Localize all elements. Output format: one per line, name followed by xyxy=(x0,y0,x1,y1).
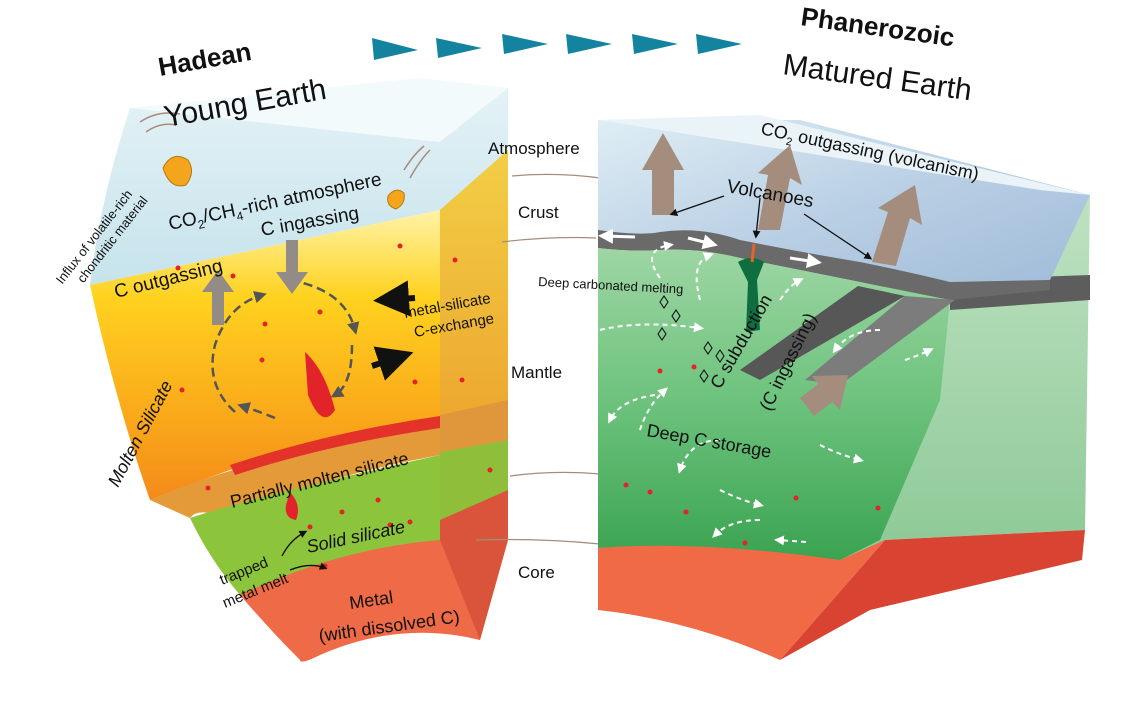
matured-earth-title: Matured Earth xyxy=(781,48,974,107)
molten-silicate-layer xyxy=(90,210,440,500)
co2-arrow-1 xyxy=(642,133,684,215)
teal-arrow-2 xyxy=(436,38,482,58)
teal-arrow-6 xyxy=(696,34,742,54)
volcano-conduit xyxy=(738,258,764,332)
time-direction-arrows xyxy=(372,34,742,60)
left-atmosphere-layer xyxy=(90,88,508,285)
layer-mantle-label: Mantle xyxy=(511,363,562,382)
exchange-arrow-out xyxy=(371,346,414,381)
co2-arrow-2 xyxy=(758,145,802,230)
small-meteorite-icon xyxy=(387,145,431,210)
meteorite-icon xyxy=(139,112,192,187)
left-wedge: Hadean Young Earth Influx of volatile-ri… xyxy=(53,36,508,662)
phanerozoic-title: Phanerozoic xyxy=(799,1,956,52)
teal-arrow-5 xyxy=(632,34,678,54)
core-layer-right xyxy=(598,540,885,660)
partially-molten-layer xyxy=(150,420,440,522)
exchange-arrow-in xyxy=(373,280,416,317)
layer-crust-label: Crust xyxy=(518,203,559,222)
metal-core-layer xyxy=(240,540,480,662)
carbon-dots xyxy=(623,364,881,546)
layer-labels: Atmosphere Crust Mantle Core xyxy=(475,139,601,582)
layer-atmosphere-label: Atmosphere xyxy=(488,139,580,158)
diamond-icons xyxy=(657,295,725,383)
solid-silicate-layer xyxy=(190,455,440,595)
co2-arrow-3 xyxy=(872,185,922,266)
c-subduction-arrow xyxy=(800,375,848,416)
hadean-title: Hadean xyxy=(156,36,254,82)
metal-diapir xyxy=(305,352,335,418)
green-mantle-layer xyxy=(598,248,950,560)
teal-arrow-4 xyxy=(566,34,612,54)
right-atmosphere-layer xyxy=(598,120,1090,300)
right-wedge: Phanerozoic Matured Earth CO2 outgassing… xyxy=(538,1,1090,660)
melt-droplets xyxy=(175,243,493,569)
convection-arrows xyxy=(599,241,934,546)
subducting-slab xyxy=(805,296,955,385)
teal-arrow-3 xyxy=(502,34,548,54)
c-ingassing-arrow xyxy=(276,240,308,294)
layer-core-label: Core xyxy=(518,563,555,582)
teal-arrow-1 xyxy=(372,38,418,60)
c-outgassing-arrow xyxy=(202,270,234,325)
